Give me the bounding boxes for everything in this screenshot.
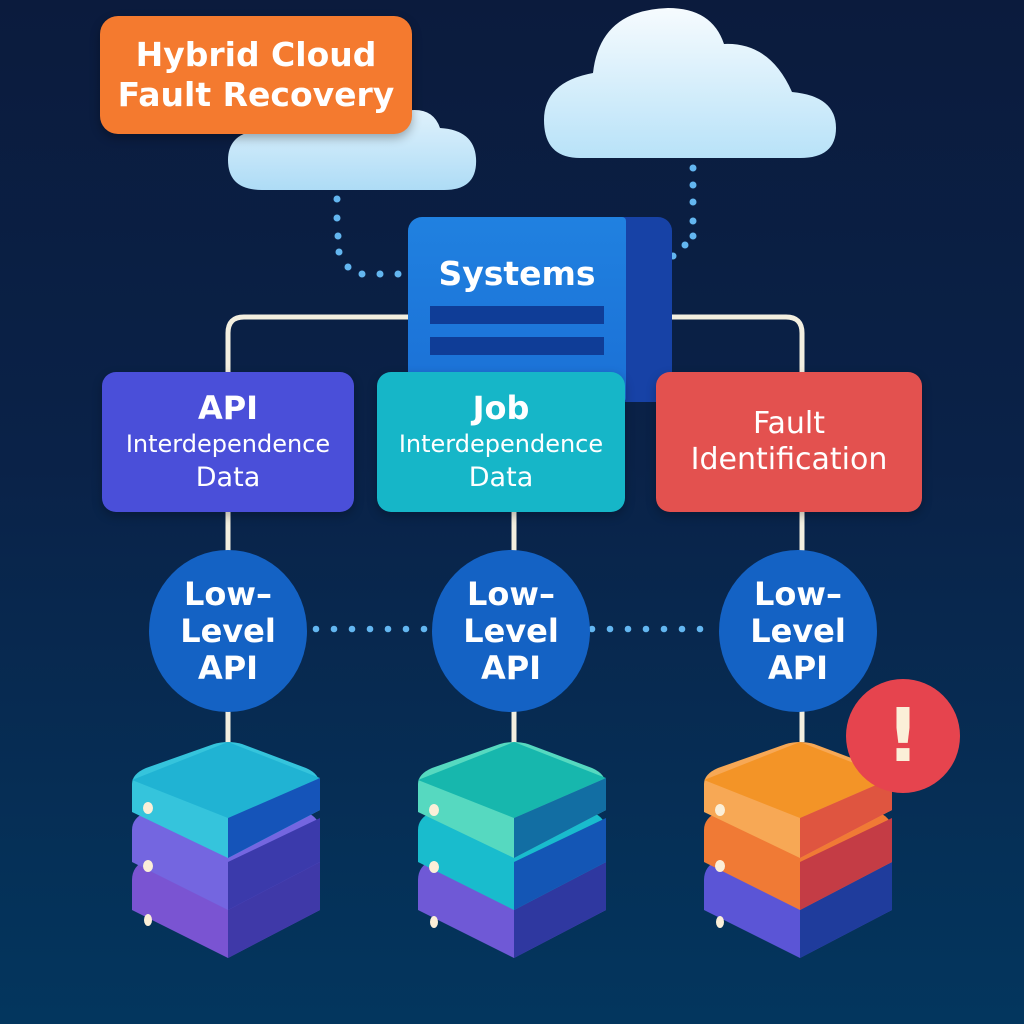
box-line: Interdependence	[125, 430, 331, 458]
exclamation-icon: !	[846, 679, 960, 793]
node-line: Low–	[184, 574, 272, 613]
box-line: Data	[195, 462, 261, 493]
node-line: API	[197, 648, 259, 687]
node-line: API	[480, 648, 542, 687]
node-line: Low–	[754, 574, 842, 613]
node-line: Low–	[467, 574, 555, 613]
box-title: Job	[472, 389, 530, 427]
title-line-2: Fault Recovery	[117, 75, 395, 114]
alert-glyph: !	[886, 693, 920, 779]
box-line: Data	[468, 462, 534, 493]
node-line: Level	[463, 611, 559, 650]
low-level-api-node[interactable]: Low– Level API	[149, 550, 307, 712]
title-line-1: Hybrid Cloud	[135, 35, 377, 74]
title-badge: Hybrid Cloud Fault Recovery	[100, 16, 412, 134]
fault-identification-box[interactable]: Fault Identification	[656, 372, 922, 512]
box-title: API	[197, 389, 259, 427]
box-line: Identification	[690, 442, 888, 477]
server-stack-job	[418, 742, 606, 958]
box-line: Interdependence	[398, 430, 604, 458]
systems-line-1	[430, 306, 604, 324]
node-line: Level	[750, 611, 846, 650]
box-title: Fault	[753, 406, 825, 441]
dotted-link-right-cloud	[669, 164, 697, 260]
dotted-link-left-cloud	[333, 195, 402, 278]
server-stack-api	[132, 742, 320, 958]
systems-line-2	[430, 337, 604, 355]
systems-label: Systems	[438, 254, 596, 293]
job-interdependence-box[interactable]: Job Interdependence Data	[377, 372, 625, 512]
systems-card[interactable]: Systems	[408, 217, 626, 402]
api-interdependence-box[interactable]: API Interdependence Data	[102, 372, 354, 512]
tree-connectors	[225, 314, 805, 742]
server-stack-fault	[704, 742, 892, 958]
low-level-api-node[interactable]: Low– Level API	[719, 550, 877, 712]
node-line: Level	[180, 611, 276, 650]
cloud-right-icon	[544, 8, 836, 158]
dotted-link-lowlevel	[312, 625, 704, 633]
node-line: API	[767, 648, 829, 687]
low-level-api-node[interactable]: Low– Level API	[432, 550, 590, 712]
